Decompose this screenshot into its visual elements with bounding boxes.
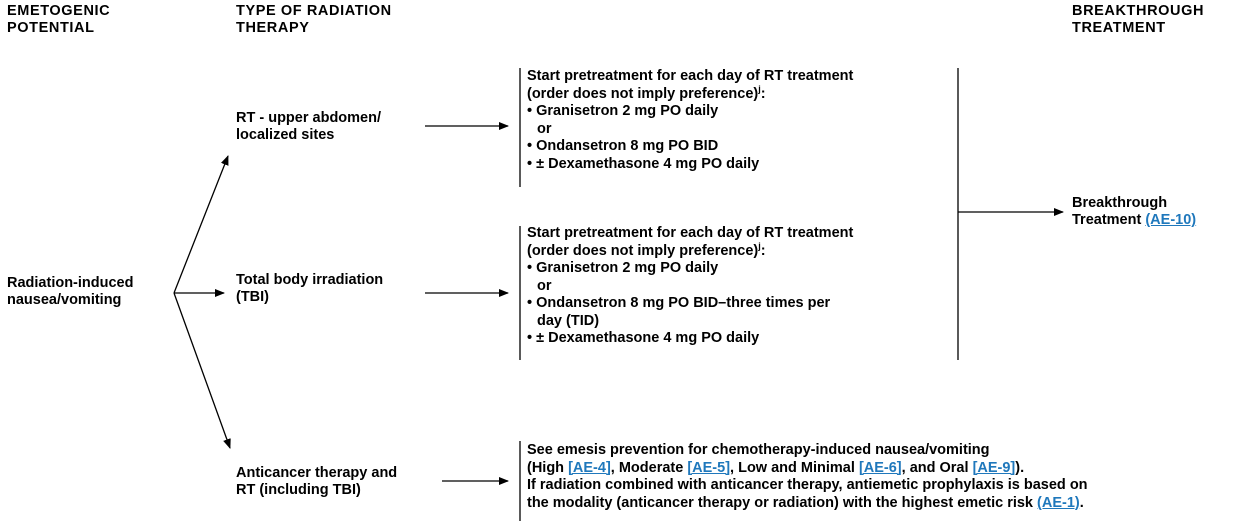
branch-anticancer-and-rt: Anticancer therapy and RT (including TBI…	[236, 465, 397, 499]
box-line: If radiation combined with anticancer th…	[527, 477, 1088, 493]
breakthrough-line2: Treatment (AE-10)	[1072, 212, 1196, 229]
root-line: Radiation-induced	[7, 275, 134, 291]
box-text: (High	[527, 459, 569, 476]
link-ae-4[interactable]: [AE-4]	[568, 459, 611, 476]
branch-line: localized sites	[236, 127, 335, 143]
box-item-continued: day (TID)	[537, 312, 600, 329]
box-text: , Low and Minimal	[730, 459, 859, 476]
box-text: , Moderate	[610, 459, 688, 476]
arrow-root-to-upper-abdomen	[173, 155, 229, 294]
box-item: • Granisetron 2 mg PO daily	[527, 260, 719, 276]
branch-line: Anticancer therapy and	[236, 465, 398, 481]
link-ae-1[interactable]: (AE-1)	[1037, 494, 1080, 511]
branch-line: RT (including TBI)	[236, 482, 361, 498]
link-ae-10[interactable]: (AE-10)	[1145, 212, 1197, 228]
box-line-preference: (order does not imply preference)j:	[527, 83, 853, 104]
box-line-links: (High [AE-4], Moderate [AE-5], Low and M…	[527, 460, 1088, 478]
header-type-of-radiation-therapy: TYPE OF RADIATION THERAPY	[236, 3, 392, 37]
link-ae-9[interactable]: [AE-9]	[972, 459, 1016, 476]
header-line: EMETOGENIC	[7, 3, 111, 19]
branch-line: (TBI)	[236, 289, 270, 305]
box-line: Start pretreatment for each day of RT tr…	[527, 225, 854, 241]
link-ae-5[interactable]: [AE-5]	[687, 459, 731, 476]
root-line: nausea/vomiting	[7, 292, 122, 308]
box-item-or: or	[537, 120, 552, 137]
box-line: Start pretreatment for each day of RT tr…	[527, 68, 854, 84]
header-emetogenic-potential: EMETOGENIC POTENTIAL	[7, 3, 110, 37]
box-item: • Ondansetron 8 mg PO BID	[527, 138, 719, 154]
treatment-box-upper-abdomen: Start pretreatment for each day of RT tr…	[527, 68, 853, 173]
root-node: Radiation-induced nausea/vomiting	[7, 275, 133, 309]
box-text: :	[760, 85, 766, 102]
header-line: TYPE OF RADIATION	[236, 3, 392, 19]
header-line: TREATMENT	[1072, 20, 1166, 36]
branch-line: Total body irradiation	[236, 272, 384, 288]
box-item: • ± Dexamethasone 4 mg PO daily	[527, 330, 760, 346]
footnote-marker: j	[758, 83, 761, 94]
box-text: (order does not imply preference)	[527, 85, 759, 102]
header-breakthrough-treatment: BREAKTHROUGH TREATMENT	[1072, 3, 1204, 37]
box-item-or: or	[537, 277, 552, 294]
box-text: .	[1079, 494, 1084, 511]
treatment-box-tbi: Start pretreatment for each day of RT tr…	[527, 225, 853, 348]
box-item: • ± Dexamethasone 4 mg PO daily	[527, 155, 760, 172]
breakthrough-text: Treatment	[1072, 212, 1142, 228]
box-text: ).	[1015, 459, 1025, 476]
branch-line: RT - upper abdomen/	[236, 110, 381, 126]
treatment-box-anticancer: See emesis prevention for chemotherapy-i…	[527, 442, 1088, 512]
box-text: , and Oral	[901, 459, 973, 476]
breakthrough-node: Breakthrough Treatment (AE-10)	[1072, 195, 1196, 229]
arrow-root-to-anticancer	[173, 292, 231, 449]
branch-upper-abdomen: RT - upper abdomen/ localized sites	[236, 110, 381, 144]
box-line-preference: (order does not imply preference)j:	[527, 240, 853, 261]
breakthrough-line: Breakthrough	[1072, 195, 1168, 211]
footnote-marker: j	[758, 240, 761, 251]
box-line: See emesis prevention for chemotherapy-i…	[527, 442, 990, 458]
header-line: POTENTIAL	[7, 20, 95, 36]
link-ae-6[interactable]: [AE-6]	[858, 459, 902, 476]
box-item: • Granisetron 2 mg PO daily	[527, 103, 719, 119]
header-line: BREAKTHROUGH	[1072, 3, 1205, 19]
header-line: THERAPY	[236, 20, 310, 36]
box-line-last: the modality (anticancer therapy or radi…	[527, 495, 1088, 513]
box-text: :	[760, 242, 766, 259]
box-item: • Ondansetron 8 mg PO BID–three times pe…	[527, 295, 831, 311]
box-text: (order does not imply preference)	[527, 242, 759, 259]
box-text: the modality (anticancer therapy or radi…	[527, 494, 1038, 511]
branch-total-body-irradiation: Total body irradiation (TBI)	[236, 272, 383, 306]
